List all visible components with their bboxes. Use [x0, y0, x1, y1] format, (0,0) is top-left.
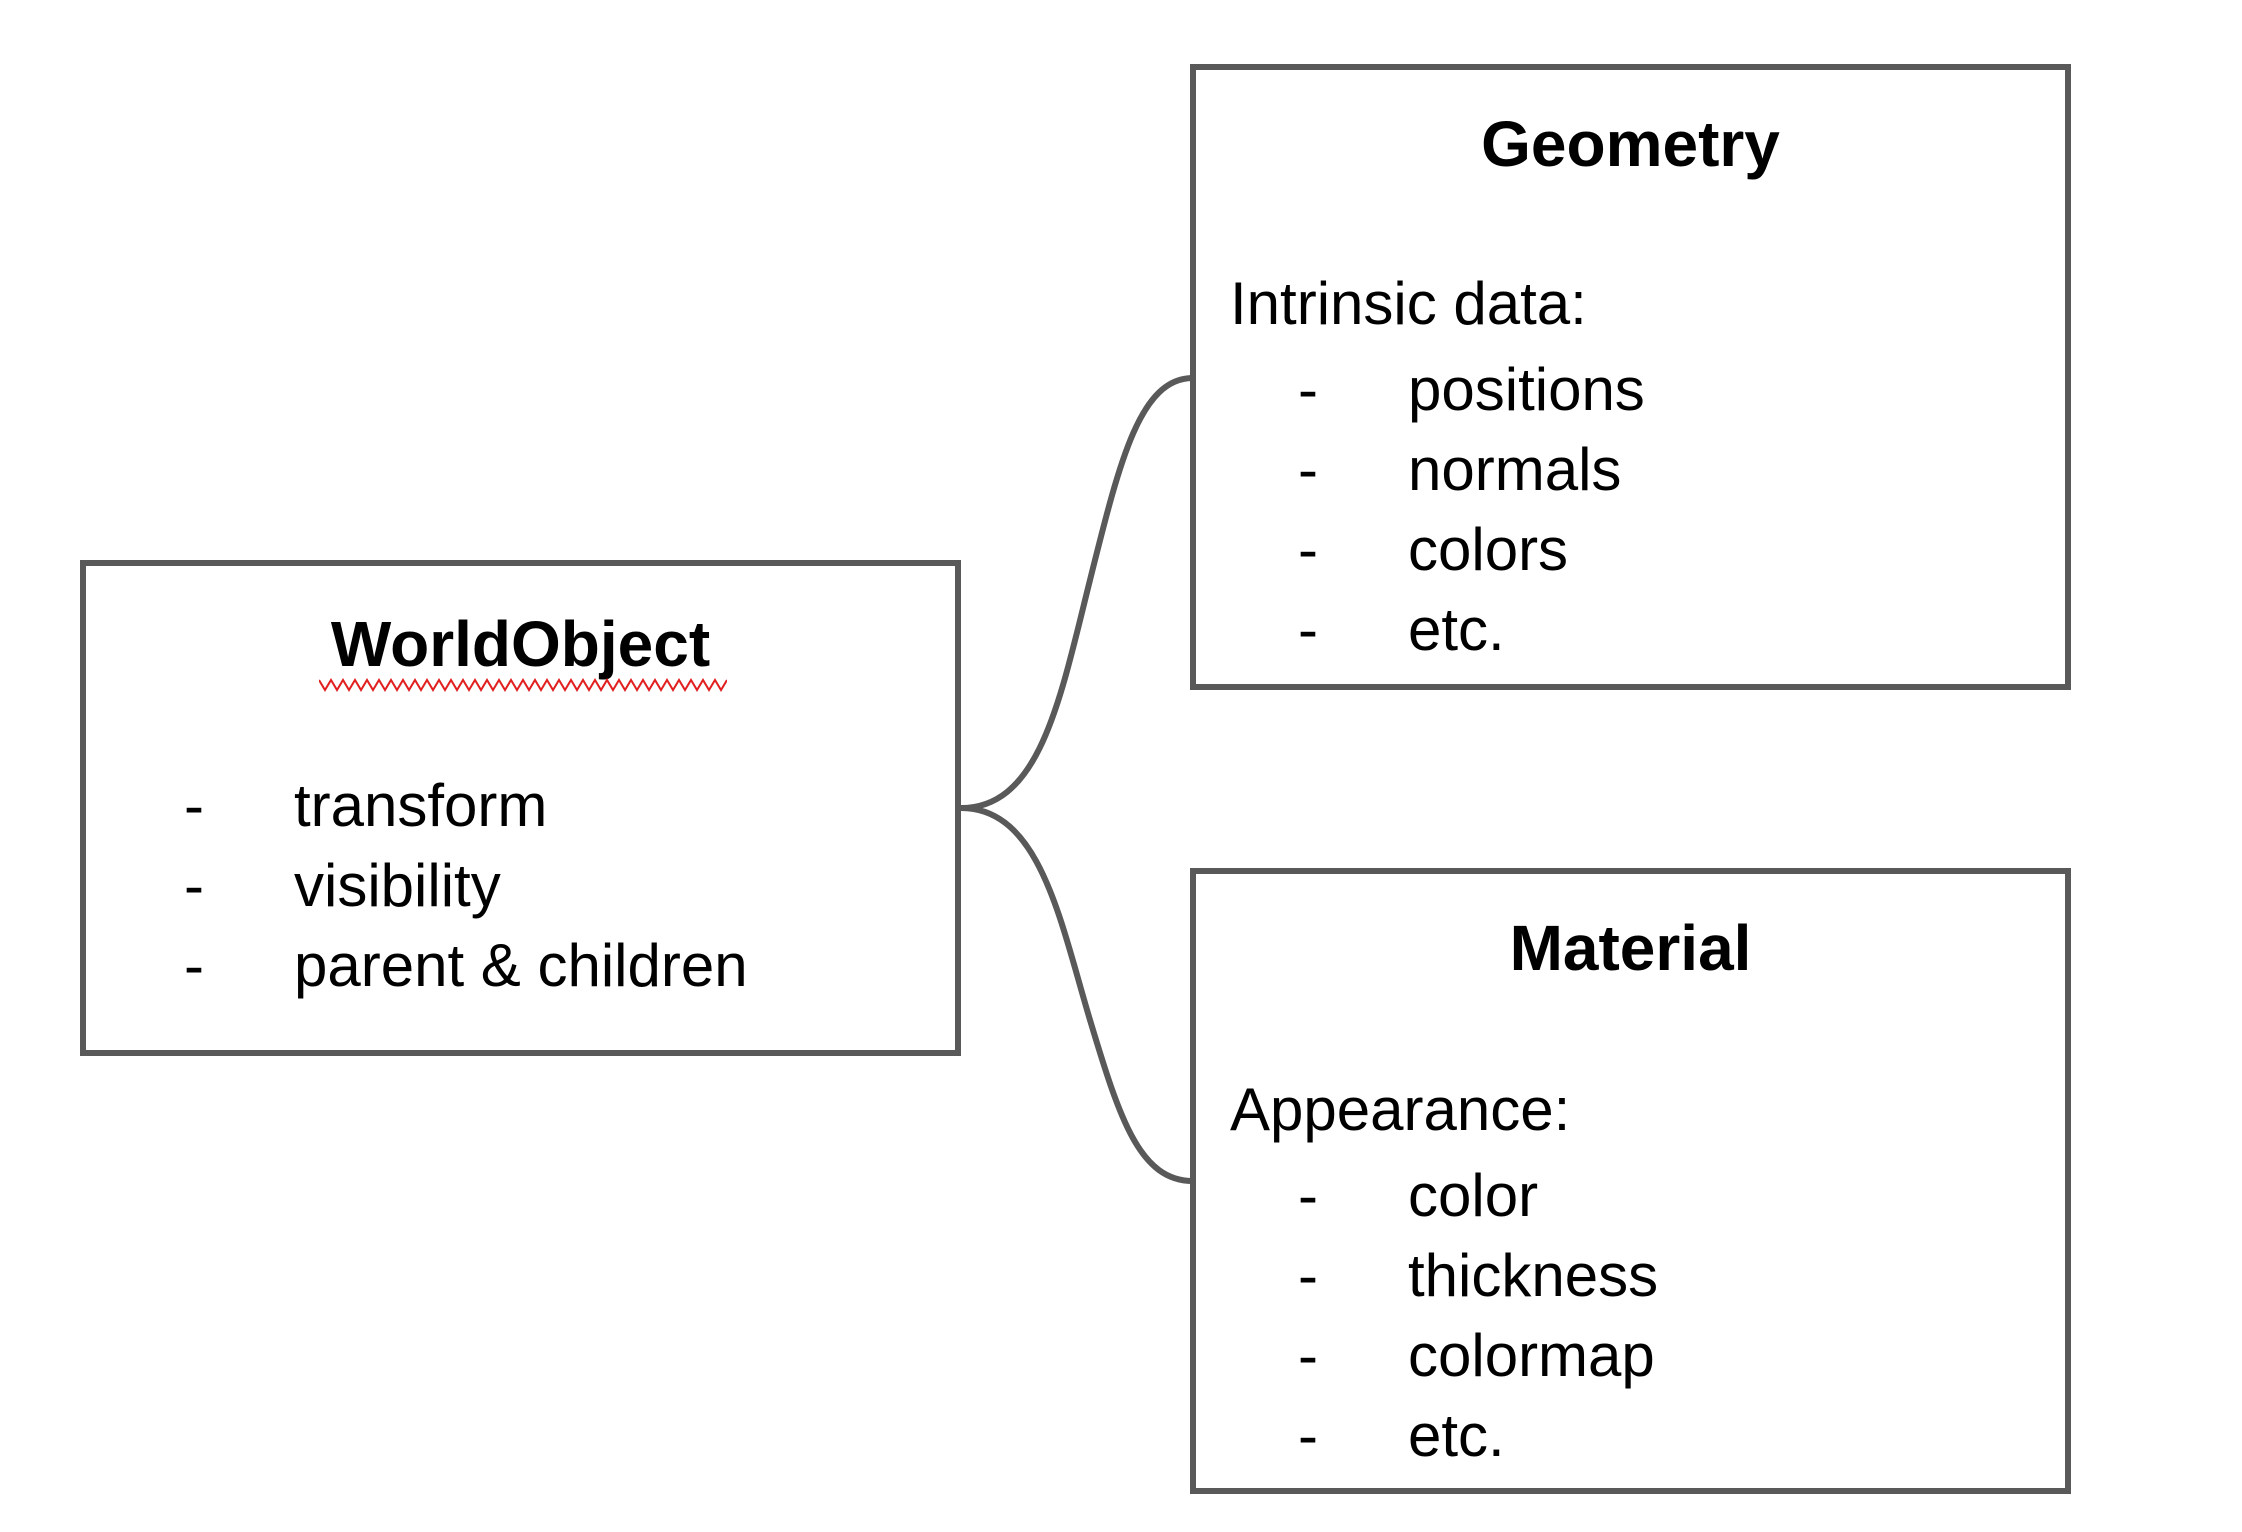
material-item-list: - color - thickness - colormap - etc. [1298, 1156, 1658, 1476]
list-item-text: visibility [294, 852, 501, 919]
list-item-text: color [1408, 1162, 1539, 1229]
material-subhead: Appearance: [1230, 1076, 1571, 1143]
list-marker: - [184, 932, 204, 999]
list-item: - normals [1298, 430, 1645, 510]
list-item: - positions [1298, 350, 1645, 430]
list-item: - etc. [1298, 1396, 1658, 1476]
list-item: - colormap [1298, 1316, 1658, 1396]
spellcheck-squiggle [319, 678, 727, 692]
list-item-text: positions [1408, 356, 1645, 423]
list-marker: - [184, 772, 204, 839]
worldobject-item-list: - transform - visibility - parent & childre… [184, 766, 748, 1006]
list-item-text: etc. [1408, 596, 1505, 663]
list-item-text: colormap [1408, 1322, 1655, 1389]
list-item: - color [1298, 1156, 1658, 1236]
list-marker: - [1298, 1242, 1318, 1309]
list-item-text: etc. [1408, 1402, 1505, 1469]
material-title: Material [1509, 912, 1752, 984]
connector-worldobject-geometry [960, 375, 1194, 811]
list-marker: - [1298, 596, 1318, 663]
list-marker: - [1298, 436, 1318, 503]
geometry-item-list: - positions - normals - colors - etc. [1298, 350, 1645, 670]
list-marker: - [1298, 356, 1318, 423]
worldobject-title: WorldObject [330, 608, 711, 680]
list-marker: - [184, 852, 204, 919]
geometry-subhead: Intrinsic data: [1230, 270, 1587, 337]
list-item: - colors [1298, 510, 1645, 590]
list-item-text: transform [294, 772, 548, 839]
list-item: - etc. [1298, 590, 1645, 670]
geometry-title: Geometry [1481, 108, 1780, 180]
list-marker: - [1298, 1322, 1318, 1389]
list-marker: - [1298, 1402, 1318, 1469]
material-box: Material Appearance: - color - thickness -… [1190, 868, 2071, 1494]
list-item-text: parent & children [294, 932, 748, 999]
list-item-text: thickness [1408, 1242, 1659, 1309]
list-item: - parent & children [184, 926, 748, 1006]
list-item-text: normals [1408, 436, 1622, 503]
list-marker: - [1298, 516, 1318, 583]
geometry-box: Geometry Intrinsic data: - positions - nor… [1190, 64, 2071, 690]
list-item: - thickness [1298, 1236, 1658, 1316]
list-marker: - [1298, 1162, 1318, 1229]
list-item-text: colors [1408, 516, 1569, 583]
connector-worldobject-material [960, 805, 1194, 1184]
list-item: - transform [184, 766, 748, 846]
worldobject-box: WorldObject - transform - visibility - pare… [80, 560, 961, 1056]
list-item: - visibility [184, 846, 748, 926]
